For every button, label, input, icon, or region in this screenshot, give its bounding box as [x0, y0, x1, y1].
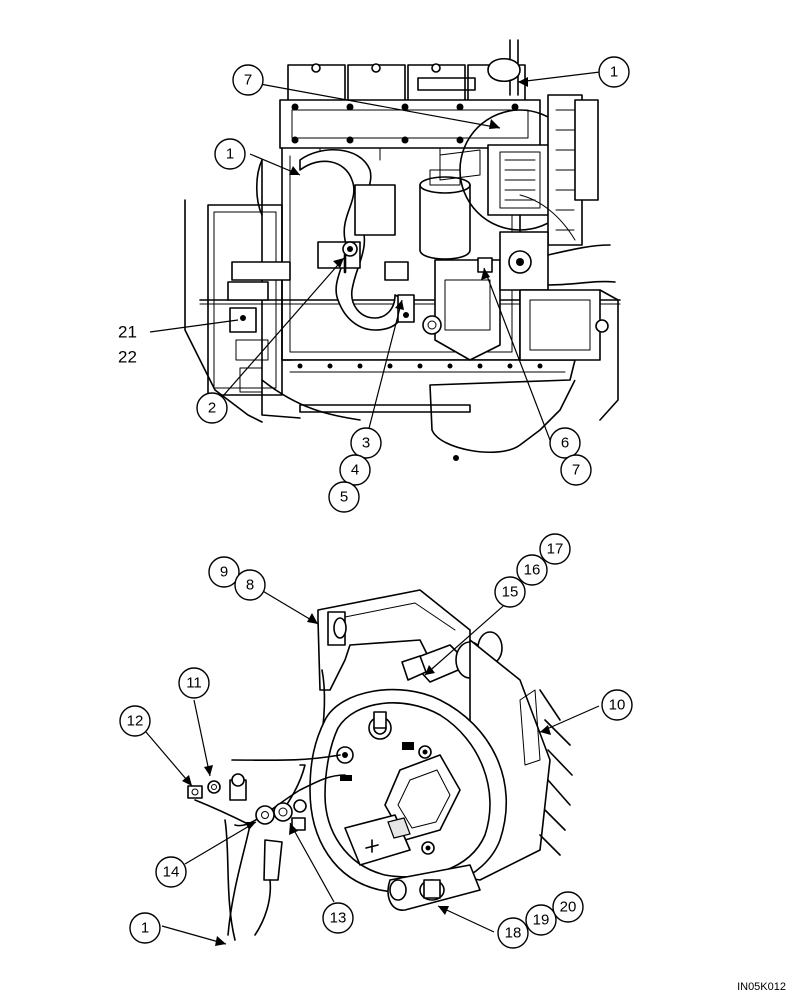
- callout-10: 10: [601, 689, 633, 721]
- svg-text:3: 3: [362, 435, 370, 452]
- callout-3: 3: [350, 427, 382, 459]
- svg-text:14: 14: [163, 864, 180, 881]
- svg-text:7: 7: [572, 462, 580, 479]
- svg-text:1: 1: [141, 920, 149, 937]
- drawing-code: IN05K012: [737, 981, 786, 993]
- svg-text:12: 12: [127, 713, 144, 730]
- svg-text:8: 8: [246, 577, 254, 594]
- svg-text:5: 5: [340, 489, 348, 506]
- callout-14: 14: [155, 856, 187, 888]
- callout-13: 13: [322, 902, 354, 934]
- callout-16: 16: [516, 554, 548, 586]
- callout-6: 6: [549, 427, 581, 459]
- callout-2: 2: [196, 392, 228, 424]
- label-21: 21: [118, 323, 137, 342]
- label-22: 22: [118, 348, 137, 367]
- svg-text:11: 11: [186, 675, 202, 692]
- callout-15: 15: [494, 576, 526, 608]
- svg-text:2: 2: [208, 400, 216, 417]
- callout-17: 17: [539, 533, 571, 565]
- svg-text:19: 19: [533, 912, 550, 929]
- callout-18: 18: [497, 917, 529, 949]
- callout-19: 19: [525, 904, 557, 936]
- svg-text:20: 20: [560, 899, 577, 916]
- engine-assembly-drawing: [184, 39, 621, 461]
- svg-text:4: 4: [351, 462, 359, 479]
- callout-1-top: 1: [598, 56, 630, 88]
- svg-text:6: 6: [561, 435, 569, 452]
- svg-text:18: 18: [505, 925, 522, 942]
- callout-12: 12: [119, 705, 151, 737]
- svg-text:16: 16: [524, 562, 541, 579]
- svg-text:15: 15: [502, 584, 519, 601]
- alternator-assembly-drawing: [187, 589, 573, 941]
- svg-text:1: 1: [610, 64, 618, 81]
- callout-8: 8: [234, 569, 266, 601]
- callout-4: 4: [339, 454, 371, 486]
- callout-1-bottom: 1: [129, 912, 161, 944]
- svg-text:10: 10: [609, 697, 626, 714]
- svg-text:17: 17: [547, 541, 564, 558]
- svg-text:7: 7: [244, 72, 252, 89]
- callout-5: 5: [328, 481, 360, 513]
- callout-11: 11: [178, 667, 210, 699]
- callout-7-bottom: 7: [560, 454, 592, 486]
- svg-text:13: 13: [330, 910, 347, 927]
- callout-1-left: 1: [214, 138, 246, 170]
- callout-20: 20: [552, 891, 584, 923]
- callout-9: 9: [208, 556, 240, 588]
- svg-text:9: 9: [220, 564, 228, 581]
- leader-lines: [145, 71, 601, 946]
- svg-text:1: 1: [226, 146, 234, 163]
- callout-7-top: 7: [232, 64, 264, 96]
